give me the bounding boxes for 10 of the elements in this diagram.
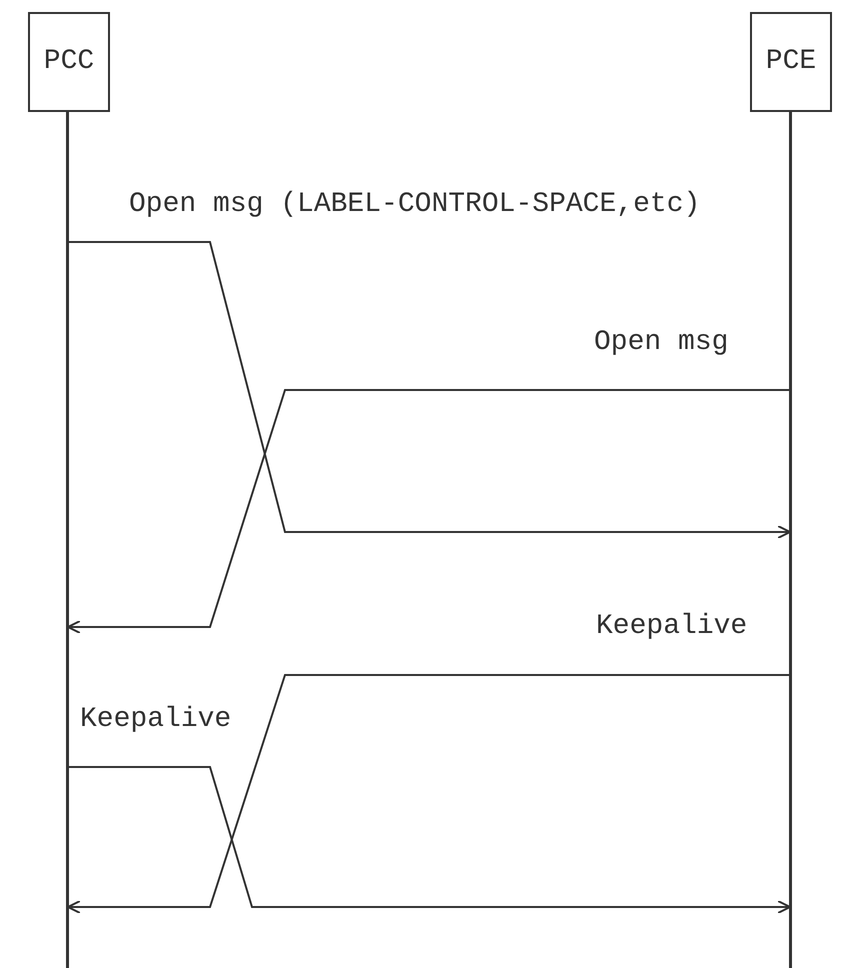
message-arrow (69, 766, 791, 914)
entity-name: PCE (766, 48, 816, 76)
entity-name: PCC (44, 48, 94, 76)
message-arrow (67, 389, 789, 634)
lifeline (66, 112, 69, 968)
message-arrow (69, 241, 791, 539)
entity-box (28, 12, 110, 112)
message-arrow (67, 674, 789, 914)
entity-box (750, 12, 832, 112)
lifeline (789, 112, 792, 968)
